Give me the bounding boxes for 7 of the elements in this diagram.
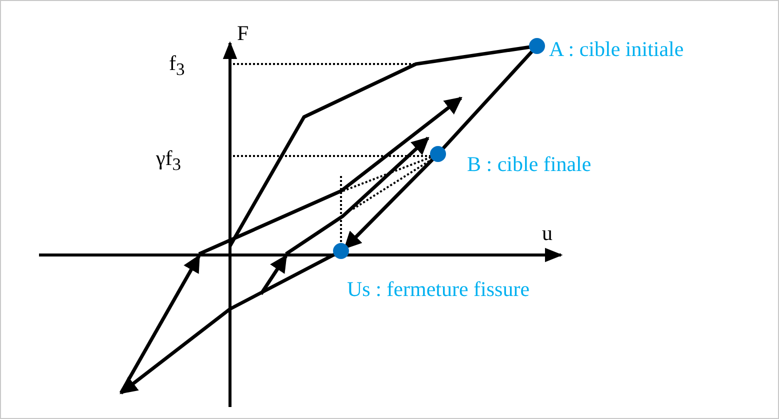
tick-label: f$_{3}$ bbox=[169, 53, 185, 79]
point-label: A : cible initiale bbox=[549, 39, 684, 60]
point-label: B : cible finale bbox=[467, 154, 592, 175]
axis-label: F bbox=[237, 23, 249, 44]
tick-label: γf$_{3}$ bbox=[156, 148, 182, 174]
point-label: Us : fermeture fissure bbox=[347, 279, 530, 300]
axis-label: u bbox=[542, 223, 552, 244]
